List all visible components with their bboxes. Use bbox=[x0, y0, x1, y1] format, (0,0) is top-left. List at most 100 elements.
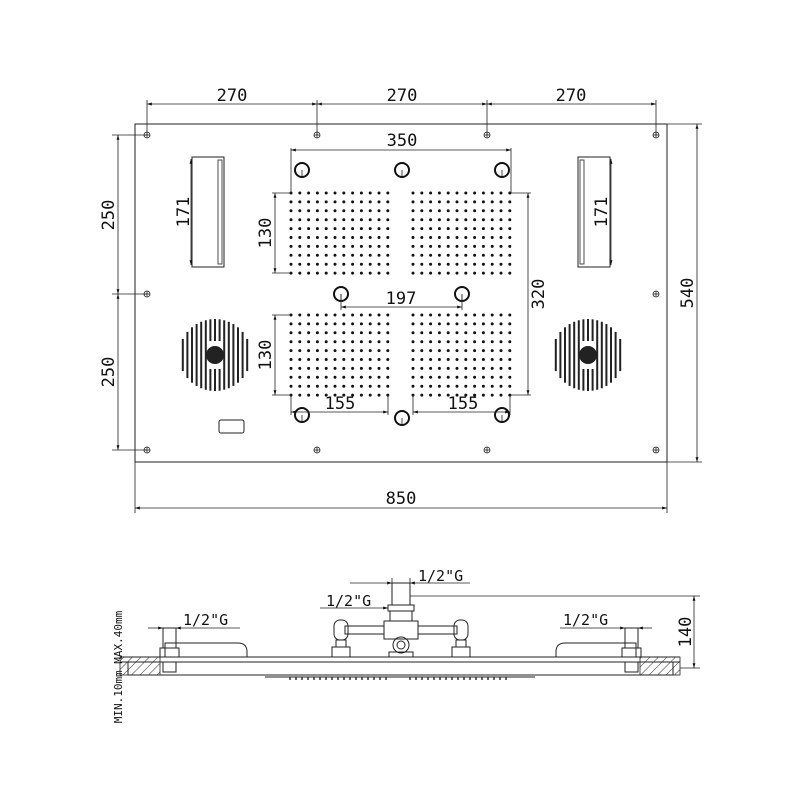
nozzle-dot bbox=[490, 322, 494, 326]
nozzle-dot bbox=[315, 358, 319, 361]
nozzle-dot bbox=[499, 375, 503, 379]
nozzle-dot bbox=[411, 271, 415, 275]
nozzle-dot bbox=[307, 200, 311, 204]
nozzle-dot bbox=[420, 349, 424, 353]
nozzle-dot bbox=[420, 244, 424, 248]
nozzle-dot bbox=[324, 358, 328, 361]
nozzle-dot bbox=[429, 349, 433, 353]
nozzle-dot bbox=[420, 271, 424, 275]
thread-label-left: 1/2"G bbox=[148, 611, 240, 630]
nozzle-dot bbox=[499, 218, 503, 222]
nozzle-dot bbox=[473, 236, 477, 239]
nozzle-dot bbox=[342, 331, 346, 335]
nozzle-dot bbox=[429, 313, 433, 317]
nozzle-dot bbox=[455, 218, 459, 222]
nozzle-dot bbox=[315, 209, 319, 213]
nozzle-dot bbox=[324, 209, 328, 213]
nozzle-dot bbox=[315, 227, 319, 231]
nozzle-dot bbox=[411, 313, 415, 317]
nozzle-dot bbox=[508, 349, 512, 353]
thread-text: 1/2"G bbox=[563, 611, 608, 629]
nozzle-dot bbox=[464, 191, 468, 195]
nozzle-dot bbox=[473, 384, 477, 388]
nozzle-dot bbox=[368, 340, 372, 344]
nozzle-dot bbox=[429, 227, 433, 231]
nozzle-dot bbox=[490, 209, 494, 213]
speaker-grille bbox=[554, 319, 622, 391]
nozzle-dot bbox=[377, 331, 381, 335]
nozzle-dot bbox=[368, 366, 372, 370]
nozzle-dot bbox=[481, 313, 485, 317]
nozzle-dot bbox=[481, 236, 485, 239]
nozzle-dot bbox=[446, 322, 450, 326]
nozzle-dot bbox=[377, 313, 381, 317]
nozzle-dot bbox=[289, 331, 293, 335]
nozzle-dot bbox=[481, 253, 485, 257]
mount-circle-icon bbox=[394, 410, 410, 426]
ceiling-thickness-note: MIN.10mm MAX.40mm bbox=[112, 610, 125, 723]
thread-label-center: 1/2"G bbox=[320, 592, 388, 610]
shower-plate-outline bbox=[134, 123, 668, 463]
nozzle-dot bbox=[324, 262, 328, 266]
nozzle-dot bbox=[455, 340, 459, 344]
dim-label: 171 bbox=[174, 197, 194, 228]
nozzle-dot bbox=[437, 209, 441, 213]
dimension-155: 155 155 bbox=[290, 394, 511, 415]
nozzle-dot bbox=[368, 375, 372, 379]
nozzle-dot bbox=[446, 349, 450, 353]
nozzle-dot bbox=[420, 200, 424, 204]
nozzle-dot bbox=[324, 218, 328, 222]
nozzle-dot bbox=[429, 200, 433, 204]
nozzle-dot bbox=[359, 331, 363, 335]
nozzle-dot bbox=[351, 244, 355, 248]
nozzle-dot bbox=[446, 384, 450, 388]
thread-text: 1/2"G bbox=[183, 611, 228, 629]
nozzle-dot bbox=[342, 349, 346, 353]
nozzle-dot bbox=[298, 227, 302, 231]
nozzle-dot bbox=[289, 253, 293, 257]
nozzle-dot bbox=[315, 313, 319, 317]
nozzle-dot bbox=[359, 253, 363, 257]
nozzle-dot bbox=[473, 393, 477, 397]
nozzle-dot bbox=[386, 191, 390, 195]
nozzle-dot bbox=[429, 358, 433, 361]
dimension-197: 197 bbox=[340, 289, 463, 310]
nozzle-dot bbox=[351, 200, 355, 204]
nozzle-dot bbox=[342, 200, 346, 204]
nozzle-dot bbox=[420, 384, 424, 388]
nozzle-dot bbox=[481, 200, 485, 204]
dim-label: 130 bbox=[256, 218, 276, 249]
nozzle-dot bbox=[508, 366, 512, 370]
nozzle-dot bbox=[473, 218, 477, 222]
nozzle-dot bbox=[289, 200, 293, 204]
nozzle-dot bbox=[481, 349, 485, 353]
nozzle-dot bbox=[437, 191, 441, 195]
nozzle-dot bbox=[359, 244, 363, 248]
nozzle-dot bbox=[455, 253, 459, 257]
nozzle-dot bbox=[298, 366, 302, 370]
nozzle-dot bbox=[298, 236, 302, 239]
nozzle-dot bbox=[464, 236, 468, 239]
nozzle-dot bbox=[342, 227, 346, 231]
nozzle-dot bbox=[342, 393, 346, 397]
nozzle-dot bbox=[473, 349, 477, 353]
nozzle-grids bbox=[289, 191, 512, 397]
dimension-top-270: 270 270 270 bbox=[146, 86, 657, 135]
nozzle-dot bbox=[420, 236, 424, 239]
dim-label: 197 bbox=[386, 289, 417, 309]
dim-label: 155 bbox=[448, 394, 479, 414]
nozzle-dot bbox=[490, 366, 494, 370]
nozzle-dot bbox=[499, 191, 503, 195]
nozzle-dot bbox=[315, 236, 319, 239]
nozzle-dot bbox=[420, 340, 424, 344]
nozzle-dot bbox=[377, 236, 381, 239]
nozzle-dot bbox=[333, 393, 337, 397]
nozzle-grid bbox=[289, 191, 390, 275]
nozzle-dot bbox=[377, 227, 381, 231]
nozzle-dot bbox=[342, 209, 346, 213]
nozzle-dot bbox=[298, 313, 302, 317]
nozzle-dot bbox=[429, 191, 433, 195]
nozzle-dot bbox=[324, 244, 328, 248]
nozzle-dot bbox=[307, 218, 311, 222]
